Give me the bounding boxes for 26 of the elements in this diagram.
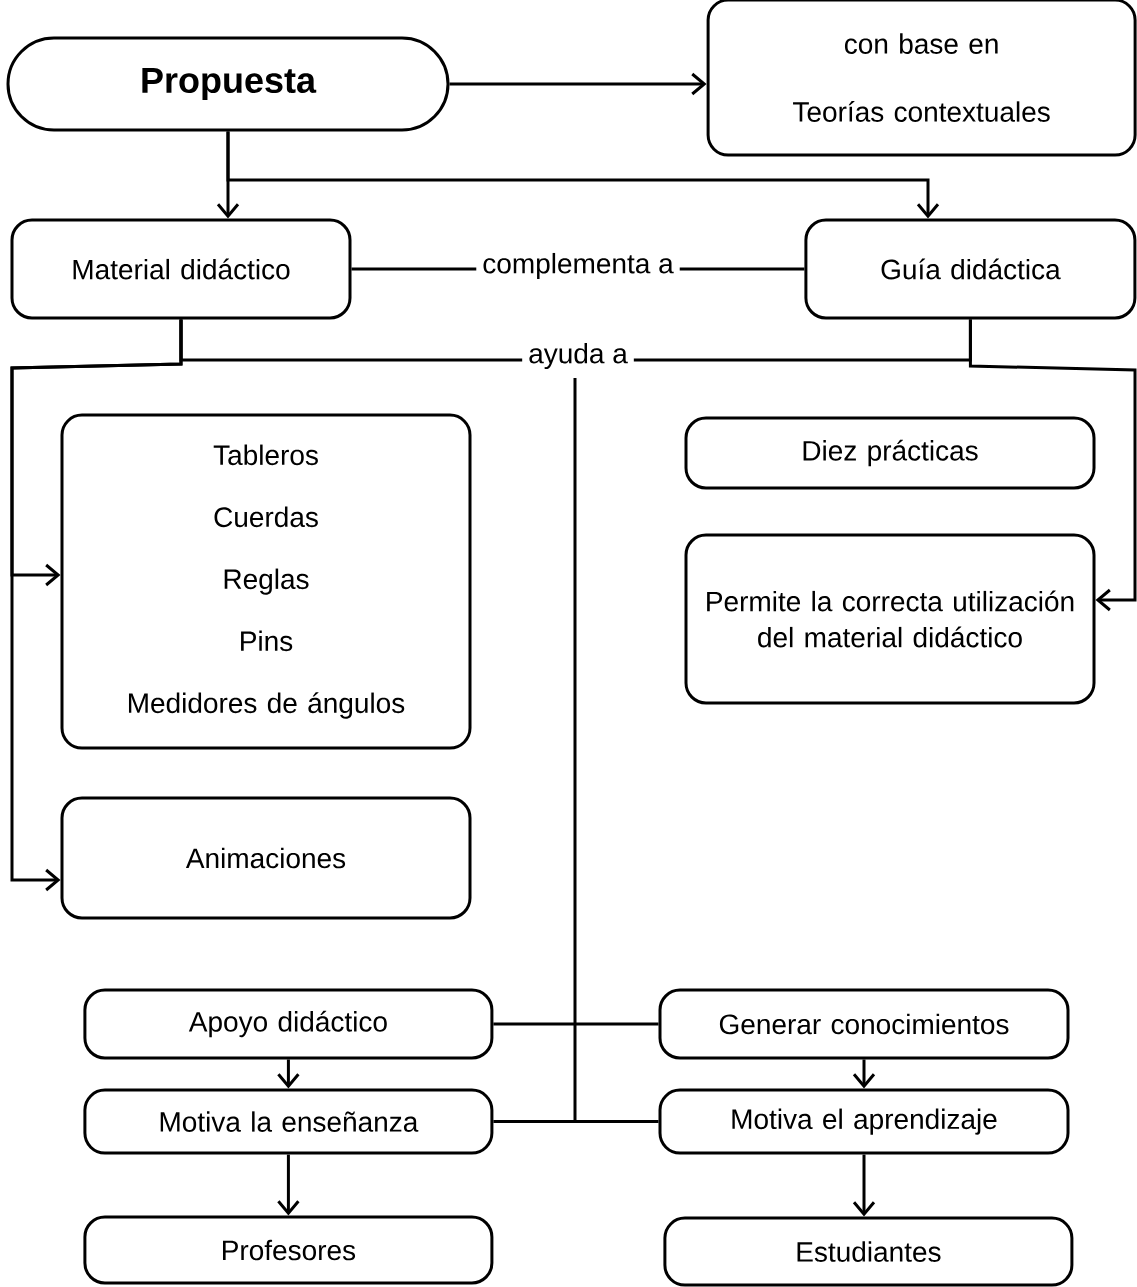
process-box: Diez prácticas [684,416,1096,490]
process-box: Material didáctico [10,218,352,320]
process-box: Tableros Cuerdas Reglas Pins Medidores de ángulos [60,413,472,750]
arrow [277,1059,300,1089]
process-box: Guía didáctica [804,218,1137,320]
process-box: Permite la correcta utilización del material didáctico [684,533,1096,705]
connector-line [493,1022,659,1026]
arrow [968,319,1137,612]
connector-line [493,1120,659,1124]
rounded-box: Propuesta [6,36,450,132]
arrow [852,1059,876,1089]
arrow [449,72,707,96]
process-box: Profesores [83,1215,494,1285]
process-box: Generar conocimientos [658,988,1070,1060]
process-box: Estudiantes [663,1216,1074,1287]
arrow [10,319,183,892]
process-box: Motiva el aprendizaje [658,1088,1070,1155]
arrow [277,1154,300,1216]
edge-label: ayuda a [522,336,634,376]
process-box: Apoyo didáctico [83,988,494,1060]
process-box: Motiva la enseñanza [83,1088,494,1155]
edge-label: complementa a [476,246,680,286]
arrow [852,1154,876,1217]
process-box: con base en Teorías contextuales [706,0,1137,157]
arrow [226,131,940,219]
process-box: Animaciones [60,796,472,920]
